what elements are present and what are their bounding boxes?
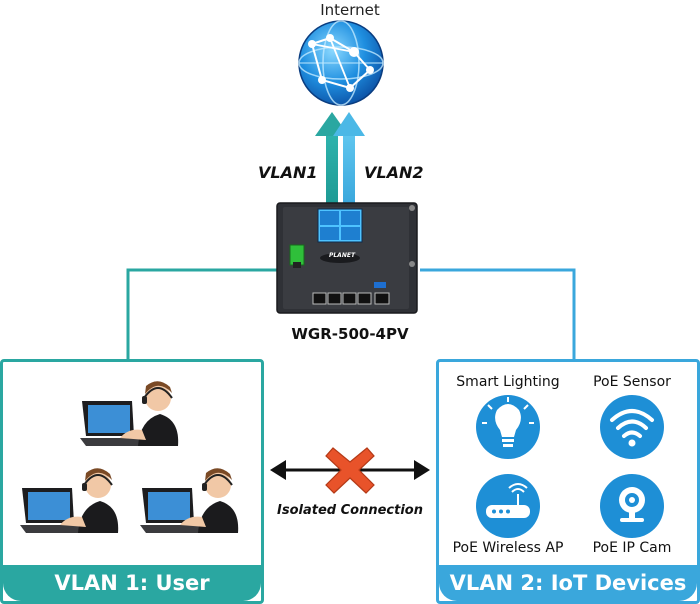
user-with-laptop-1 bbox=[80, 381, 179, 446]
internet-globe-icon bbox=[298, 20, 384, 106]
user-with-laptop-2 bbox=[20, 468, 119, 533]
vlan2-panel-title: VLAN 2: IoT Devices bbox=[439, 565, 697, 601]
iot-label-ip-cam: PoE IP Cam bbox=[592, 540, 672, 556]
vlan1-uplink-label: VLAN1 bbox=[258, 163, 318, 182]
iot-label-poe-sensor: PoE Sensor bbox=[593, 374, 671, 390]
vlan2-link-line bbox=[420, 268, 576, 359]
ip-camera-icon bbox=[600, 474, 664, 538]
wireless-ap-icon bbox=[476, 474, 540, 538]
vlan2-uplink-label: VLAN2 bbox=[364, 163, 424, 182]
vlan1-link-line bbox=[126, 268, 280, 359]
vlan1-user-panel bbox=[0, 359, 264, 604]
vlan2-uplink-arrow bbox=[333, 112, 365, 204]
user-with-laptop-3 bbox=[140, 468, 239, 533]
internet-label: Internet bbox=[320, 1, 380, 19]
lightbulb-icon bbox=[476, 395, 540, 459]
device-name: WGR-500-4PV bbox=[291, 325, 409, 343]
isolated-connection-label: Isolated Connection bbox=[277, 503, 423, 518]
sensor-waves-icon bbox=[600, 395, 664, 459]
blocked-x-icon bbox=[325, 447, 375, 494]
iot-label-wireless-ap: PoE Wireless AP bbox=[452, 540, 564, 556]
iot-label-smart-lighting: Smart Lighting bbox=[456, 374, 560, 390]
router-device bbox=[276, 202, 418, 314]
device-brand-logo: PLANET bbox=[328, 252, 356, 259]
vlan2-iot-panel bbox=[436, 359, 700, 604]
vlan1-panel-title: VLAN 1: User bbox=[3, 565, 261, 601]
